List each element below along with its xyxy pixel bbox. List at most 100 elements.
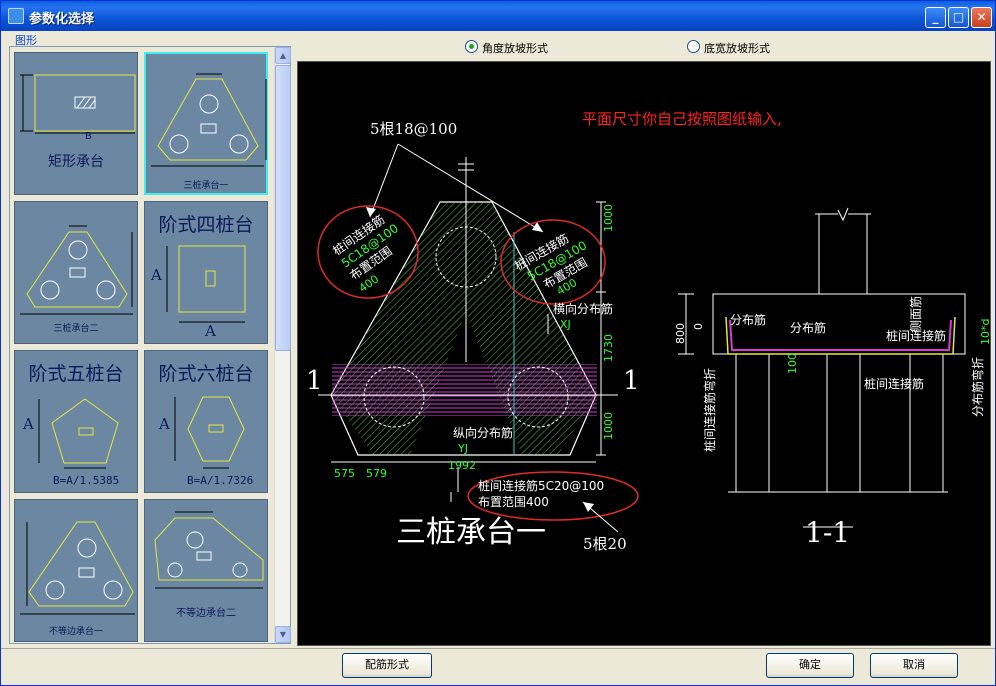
thumb-caption: 阶式六桩台 bbox=[158, 363, 254, 385]
bottom-bubble bbox=[467, 471, 639, 521]
bottom-bubble-line2: 布置范围400 bbox=[478, 495, 549, 509]
unequal-1-drawing bbox=[20, 521, 135, 615]
thumb-caption: 阶式五桩台 bbox=[28, 363, 124, 385]
step6-dim-left: A bbox=[159, 415, 170, 433]
section-yellow-bar bbox=[725, 316, 956, 355]
sec-bend-left: 桩间连接筋弯折 bbox=[702, 368, 717, 452]
minimize-icon: _ bbox=[932, 10, 939, 24]
thumbnail-scrollbar[interactable]: ▲ ▼ bbox=[274, 47, 291, 643]
sec-dim-10d: 10*d bbox=[979, 319, 992, 345]
thumb-rect-cap[interactable]: B 矩形承台 bbox=[14, 52, 138, 195]
step-6-drawing bbox=[174, 396, 245, 469]
right-bubble bbox=[500, 219, 606, 305]
step5-dim-left: A bbox=[23, 415, 34, 433]
hatch-magenta bbox=[332, 364, 597, 416]
thumb-step-6[interactable]: 阶式六桩台 A B=A/1.7326 bbox=[144, 350, 268, 493]
thumb-caption: 矩形承台 bbox=[48, 154, 104, 170]
radio-width-slope[interactable] bbox=[687, 40, 700, 53]
maximize-icon: □ bbox=[952, 10, 965, 24]
rebar-top-label: 5根18@100 bbox=[370, 120, 457, 138]
red-note: 平面尺寸你自己按照图纸输入, bbox=[582, 110, 782, 128]
app-icon bbox=[8, 8, 24, 24]
cancel-button[interactable]: 取消 bbox=[870, 653, 958, 678]
scroll-down-button[interactable]: ▼ bbox=[275, 626, 291, 643]
thumb-caption: 不等边承台一 bbox=[48, 627, 103, 637]
bottom-rebar-label: 5根20 bbox=[583, 535, 627, 553]
shape-thumbnail-panel: B 矩形承台 三桩承台一 bbox=[9, 46, 291, 644]
shape-group-label: 图形 bbox=[15, 34, 37, 47]
dim-1992: 1992 bbox=[448, 459, 476, 472]
tri-cap-1-drawing bbox=[151, 73, 267, 167]
sec-bend-right: 分布筋弯折 bbox=[970, 357, 985, 417]
sec-conn-bar-2: 桩间连接筋 bbox=[864, 376, 924, 391]
thumb-step-4[interactable]: 阶式四桩台 A A bbox=[144, 201, 268, 344]
window-title: 参数化选择 bbox=[29, 12, 95, 27]
leader-2 bbox=[397, 143, 544, 233]
section-title: 1-1 bbox=[805, 516, 850, 549]
rebar-style-button[interactable]: 配筋形式 bbox=[342, 653, 432, 678]
rect-b-label: B bbox=[85, 131, 92, 142]
sec-dim-800: 800 bbox=[674, 323, 687, 344]
cad-preview: 1000 1730 1000 575 579 1992 YJ XJ 1 1 平面… bbox=[297, 61, 992, 646]
sec-dim-0: 0 bbox=[692, 323, 705, 330]
thumb-unequal-cap-2[interactable]: 不等边承台二 bbox=[144, 499, 268, 642]
thumb-caption: 不等边承台二 bbox=[176, 608, 236, 619]
dim-1730: 1730 bbox=[602, 334, 615, 362]
pile-right bbox=[507, 366, 569, 428]
longitudinal-dist-label: 纵向分布筋 bbox=[453, 425, 513, 440]
thumb-caption: 阶式四桩台 bbox=[158, 214, 254, 236]
step-4-drawing bbox=[166, 245, 246, 323]
pile-left bbox=[363, 366, 425, 428]
radio-angle-slope-label: 角度放坡形式 bbox=[482, 42, 548, 55]
step4-dim-bottom: A bbox=[205, 322, 216, 340]
dim-yj: YJ bbox=[457, 442, 468, 455]
dim-1000-top: 1000 bbox=[602, 204, 615, 232]
radio-width-slope-label: 底宽放坡形式 bbox=[704, 42, 770, 55]
plan-title: 三桩承台一 bbox=[396, 515, 546, 550]
scroll-thumb[interactable] bbox=[275, 65, 291, 351]
step-5-drawing bbox=[38, 398, 119, 469]
footer-divider bbox=[1, 648, 995, 649]
rect-cap-drawing bbox=[20, 74, 136, 134]
dim-1000-bottom: 1000 bbox=[602, 412, 615, 440]
leader-1 bbox=[369, 143, 399, 218]
cad-drawing: 1000 1730 1000 575 579 1992 YJ XJ 1 1 平面… bbox=[306, 110, 992, 553]
maximize-button[interactable]: □ bbox=[948, 7, 969, 28]
section-mark-left: 1 bbox=[306, 366, 323, 396]
step4-dim-left: A bbox=[151, 266, 162, 284]
step6-formula: B=A/1.7326 bbox=[187, 474, 254, 487]
ok-button[interactable]: 确定 bbox=[766, 653, 854, 678]
radio-angle-slope[interactable] bbox=[465, 40, 478, 53]
thumb-tri-cap-2[interactable]: 三桩承台二 bbox=[14, 201, 138, 344]
thumb-caption: 三桩承台一 bbox=[183, 181, 229, 191]
tri-cap-2-drawing bbox=[20, 225, 133, 315]
step5-formula: B=A/1.5385 bbox=[53, 474, 120, 487]
thumb-caption: 三桩承台二 bbox=[53, 324, 99, 334]
scroll-up-button[interactable]: ▲ bbox=[275, 47, 291, 64]
dim-xj: XJ bbox=[560, 318, 571, 331]
close-icon: ✕ bbox=[976, 10, 987, 24]
section-1-1 bbox=[678, 207, 966, 528]
section-mark-right: 1 bbox=[623, 366, 640, 396]
horizontal-dist-label: 横向分布筋 bbox=[553, 301, 613, 316]
option-width-slope[interactable]: 底宽放坡形式 bbox=[687, 39, 827, 55]
unequal-2-drawing bbox=[154, 511, 264, 589]
dim-579: 579 bbox=[366, 467, 387, 480]
sec-dim-100: 100 bbox=[786, 353, 799, 374]
bottom-bubble-line1: 桩间连接筋5C20@100 bbox=[478, 478, 604, 493]
thumb-step-5[interactable]: 阶式五桩台 A B=A/1.5385 bbox=[14, 350, 138, 493]
section-magenta-bar bbox=[729, 319, 952, 351]
thumb-tri-cap-1[interactable]: 三桩承台一 bbox=[144, 52, 268, 195]
sec-side-bar: 侧面筋 bbox=[908, 296, 923, 332]
sec-dist-mid: 分布筋 bbox=[790, 320, 826, 335]
sec-conn-bar: 桩间连接筋 bbox=[886, 328, 946, 343]
sec-dist-left: 分布筋 bbox=[730, 312, 766, 327]
thumb-unequal-cap-1[interactable]: 不等边承台一 bbox=[14, 499, 138, 642]
option-angle-slope[interactable]: 角度放坡形式 bbox=[465, 39, 605, 55]
title-bar[interactable]: 参数化选择 _ □ ✕ bbox=[1, 1, 995, 31]
minimize-button[interactable]: _ bbox=[925, 7, 946, 28]
close-button[interactable]: ✕ bbox=[971, 7, 992, 28]
dim-575: 575 bbox=[334, 467, 355, 480]
thumbnail-list: B 矩形承台 三桩承台一 bbox=[10, 47, 275, 643]
